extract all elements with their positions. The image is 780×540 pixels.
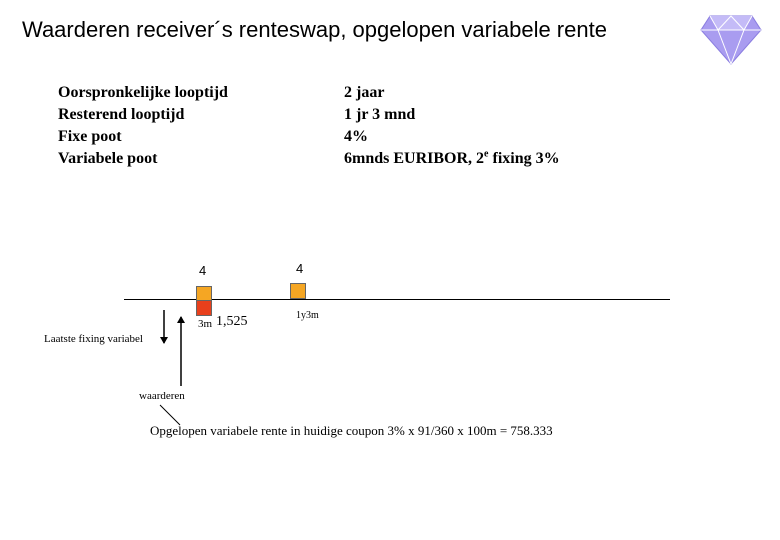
term-value: 6mnds EURIBOR, 2e fixing 3%: [344, 148, 560, 170]
term-remaining-maturity: Resterend looptijd 1 jr 3 mnd: [58, 104, 618, 126]
accrued-interest-note: Opgelopen variabele rente in huidige cou…: [150, 423, 553, 438]
period-label-1y3m: 1y3m: [296, 310, 319, 321]
term-label: Oorspronkelijke looptijd: [58, 84, 228, 101]
term-value: 2 jaar: [344, 84, 385, 101]
term-fixed-leg: Fixe poot 4%: [58, 126, 618, 148]
fixed-payment-label-2: 4: [296, 261, 304, 276]
term-label: Variabele poot: [58, 150, 158, 167]
term-floating-leg: Variabele poot 6mnds EURIBOR, 2e fixing …: [58, 148, 618, 170]
term-value-suffix: fixing 3%: [488, 150, 560, 167]
period-label-3m: 3m: [198, 318, 213, 330]
fixed-payment-box-2: [290, 283, 306, 299]
floating-payment-box: [196, 300, 212, 316]
page-title: Waarderen receiver´s renteswap, opgelope…: [22, 17, 607, 42]
last-fixing-label: Laatste fixing variabel: [44, 333, 143, 345]
term-label: Fixe poot: [58, 128, 122, 145]
fixed-payment-label-1: 4: [199, 263, 207, 278]
term-value-prefix: 6mnds EURIBOR, 2: [344, 150, 485, 167]
swap-terms: Oorspronkelijke looptijd 2 jaar Resteren…: [58, 82, 618, 170]
floating-payment-label: 1,525: [216, 314, 248, 329]
timeline-axis: [124, 299, 670, 300]
term-original-maturity: Oorspronkelijke looptijd 2 jaar: [58, 82, 618, 104]
accrued-note-arrow: [159, 404, 181, 426]
term-value: 4%: [344, 128, 368, 145]
valuation-label: waarderen: [139, 390, 185, 402]
term-label: Resterend looptijd: [58, 106, 185, 123]
term-value: 1 jr 3 mnd: [344, 106, 416, 123]
term-value-sup: e: [484, 148, 489, 160]
diamond-icon: [700, 15, 762, 65]
